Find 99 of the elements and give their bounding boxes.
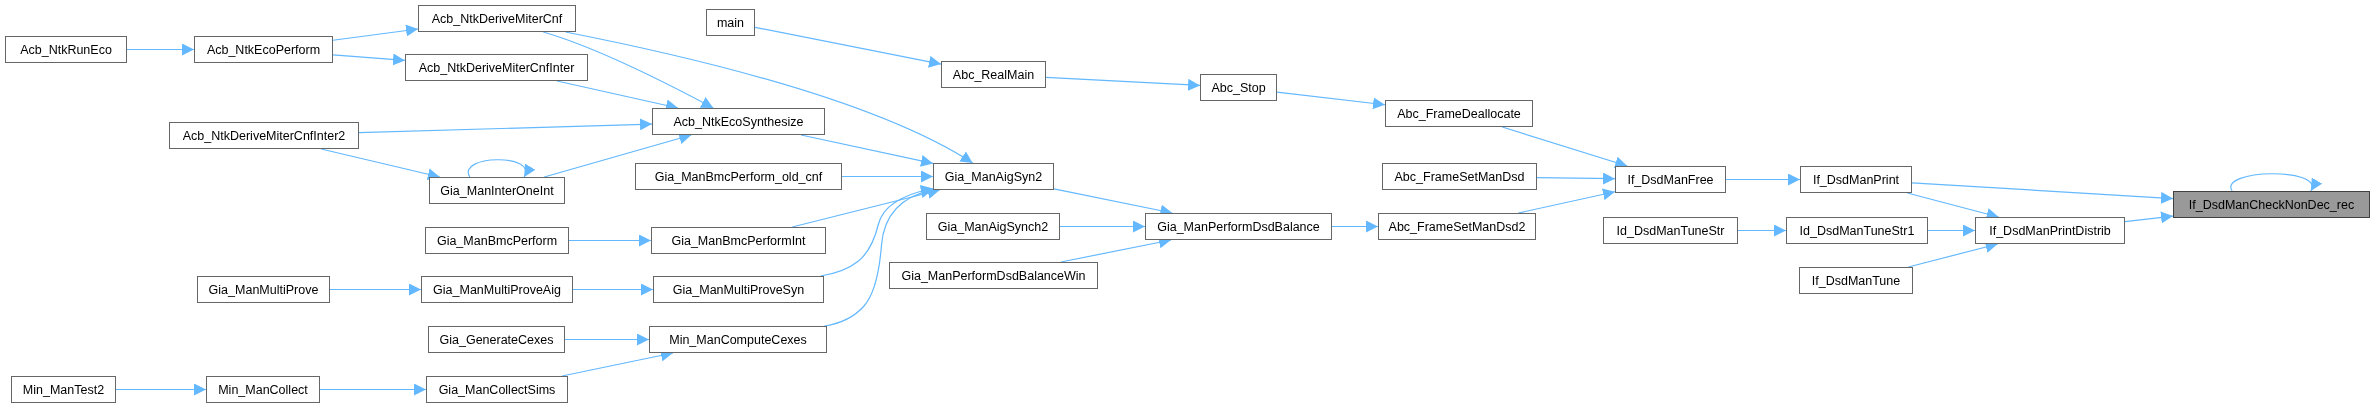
function-box xyxy=(1800,166,1912,193)
function-name: Acb_NtkDeriveMiterCnfInter xyxy=(418,60,575,75)
function-name: If_DsdManPrint xyxy=(1812,172,1900,187)
function-box xyxy=(1975,217,2125,244)
arrow xyxy=(800,134,934,167)
function-box xyxy=(1603,217,1738,244)
function-name: main xyxy=(716,15,745,30)
function-box xyxy=(429,177,565,204)
function-name: Abc_Stop xyxy=(1211,80,1266,95)
function-name: Gia_ManBmcPerform_old_cnf xyxy=(654,169,823,184)
function-box xyxy=(1145,213,1332,240)
function-name: Id_DsdManTuneStr1 xyxy=(1799,223,1915,238)
arrow xyxy=(754,26,942,68)
function-box xyxy=(405,54,588,81)
function-name: Abc_FrameSetManDsd xyxy=(1394,169,1525,184)
function-box xyxy=(169,122,359,149)
arrow xyxy=(1927,224,1976,237)
arrow xyxy=(841,170,934,183)
function-box xyxy=(635,163,842,190)
arrow xyxy=(1737,224,1787,237)
function-name: Id_DsdManTuneStr xyxy=(1616,223,1725,238)
function-name: Min_ManTest2 xyxy=(22,382,105,397)
function-name: Gia_ManMultiProveAig xyxy=(433,282,561,297)
arrow xyxy=(791,187,941,228)
function-box xyxy=(418,5,576,32)
function-box xyxy=(11,376,116,403)
function-box xyxy=(941,61,1046,88)
arrow xyxy=(358,118,653,134)
function-box xyxy=(425,227,569,254)
function-name: If_DsdManTune xyxy=(1811,273,1901,288)
arrow xyxy=(564,333,650,346)
arrow xyxy=(126,43,195,56)
function-box xyxy=(926,213,1060,240)
arrow xyxy=(329,283,422,296)
function-name: Gia_ManBmcPerformInt xyxy=(671,233,806,248)
function-box xyxy=(206,376,320,403)
function-name: Abc_FrameSetManDsd2 xyxy=(1388,219,1526,234)
arrow xyxy=(320,148,441,181)
function-name: Acb_NtkRunEco xyxy=(20,42,112,57)
function-box xyxy=(2173,191,2370,218)
function-name: Gia_ManBmcPerform xyxy=(436,233,558,248)
function-box xyxy=(649,326,827,353)
function-box xyxy=(426,376,568,403)
function-name: If_DsdManPrintDistrib xyxy=(1989,223,2111,238)
function-name: Acb_NtkDeriveMiterCnf xyxy=(431,11,563,26)
arrow xyxy=(115,383,207,396)
function-name: Abc_FrameDeallocate xyxy=(1397,106,1521,121)
function-box xyxy=(651,227,826,254)
function-box xyxy=(197,276,330,303)
function-name: Acb_NtkDeriveMiterCnfInter2 xyxy=(182,128,346,143)
function-name: Abc_RealMain xyxy=(952,67,1035,82)
arrow xyxy=(2124,211,2174,224)
arrow xyxy=(467,159,534,178)
arrow xyxy=(332,53,406,66)
function-box xyxy=(194,36,333,63)
arrow xyxy=(1276,91,1386,110)
function-name: Gia_ManPerformDsdBalanceWin xyxy=(901,268,1086,283)
arrow xyxy=(2230,173,2320,192)
function-name: Min_ManComputeCexes xyxy=(669,332,807,347)
function-name: Gia_ManPerformDsdBalance xyxy=(1157,219,1320,234)
function-box xyxy=(1799,267,1913,294)
function-name: If_DsdManFree xyxy=(1627,172,1714,187)
function-name: Gia_ManInterOneInt xyxy=(440,183,554,198)
function-name: Gia_GenerateCexes xyxy=(439,332,554,347)
function-box xyxy=(706,9,755,36)
function-name: Min_ManCollect xyxy=(218,382,308,397)
function-name: Gia_ManMultiProveSyn xyxy=(672,282,805,297)
arrow xyxy=(319,383,427,396)
arrow xyxy=(332,24,419,41)
function-name: If_DsdManCheckNonDec_rec xyxy=(2188,197,2355,212)
function-box xyxy=(1786,217,1928,244)
arrow xyxy=(572,283,654,296)
function-name: Gia_ManCollectSims xyxy=(438,382,556,397)
function-box xyxy=(653,276,824,303)
function-name: Gia_ManAigSyn2 xyxy=(944,169,1043,184)
function-box xyxy=(1378,213,1536,240)
function-box xyxy=(421,276,573,303)
arrow xyxy=(1059,220,1146,233)
function-name: Acb_NtkEcoSynthesize xyxy=(673,114,804,129)
arrow xyxy=(1911,182,2174,204)
arrow xyxy=(542,31,714,109)
arrow xyxy=(1331,220,1379,233)
function-box xyxy=(428,326,565,353)
arrow xyxy=(568,234,652,247)
arrow xyxy=(1536,172,1616,185)
function-name: Acb_NtkEcoPerform xyxy=(206,42,321,57)
function-box xyxy=(933,163,1054,190)
function-box xyxy=(1385,100,1533,127)
arrow xyxy=(820,185,934,277)
function-name: Gia_ManMultiProve xyxy=(208,282,319,297)
function-box xyxy=(652,108,825,135)
function-box xyxy=(1382,163,1537,190)
arrow xyxy=(1725,173,1801,186)
function-box xyxy=(889,262,1098,289)
function-box xyxy=(5,36,127,63)
function-box xyxy=(1615,166,1726,193)
arrow xyxy=(1045,76,1201,91)
function-name: Gia_ManAigSynch2 xyxy=(937,219,1049,234)
function-box xyxy=(1200,74,1277,101)
